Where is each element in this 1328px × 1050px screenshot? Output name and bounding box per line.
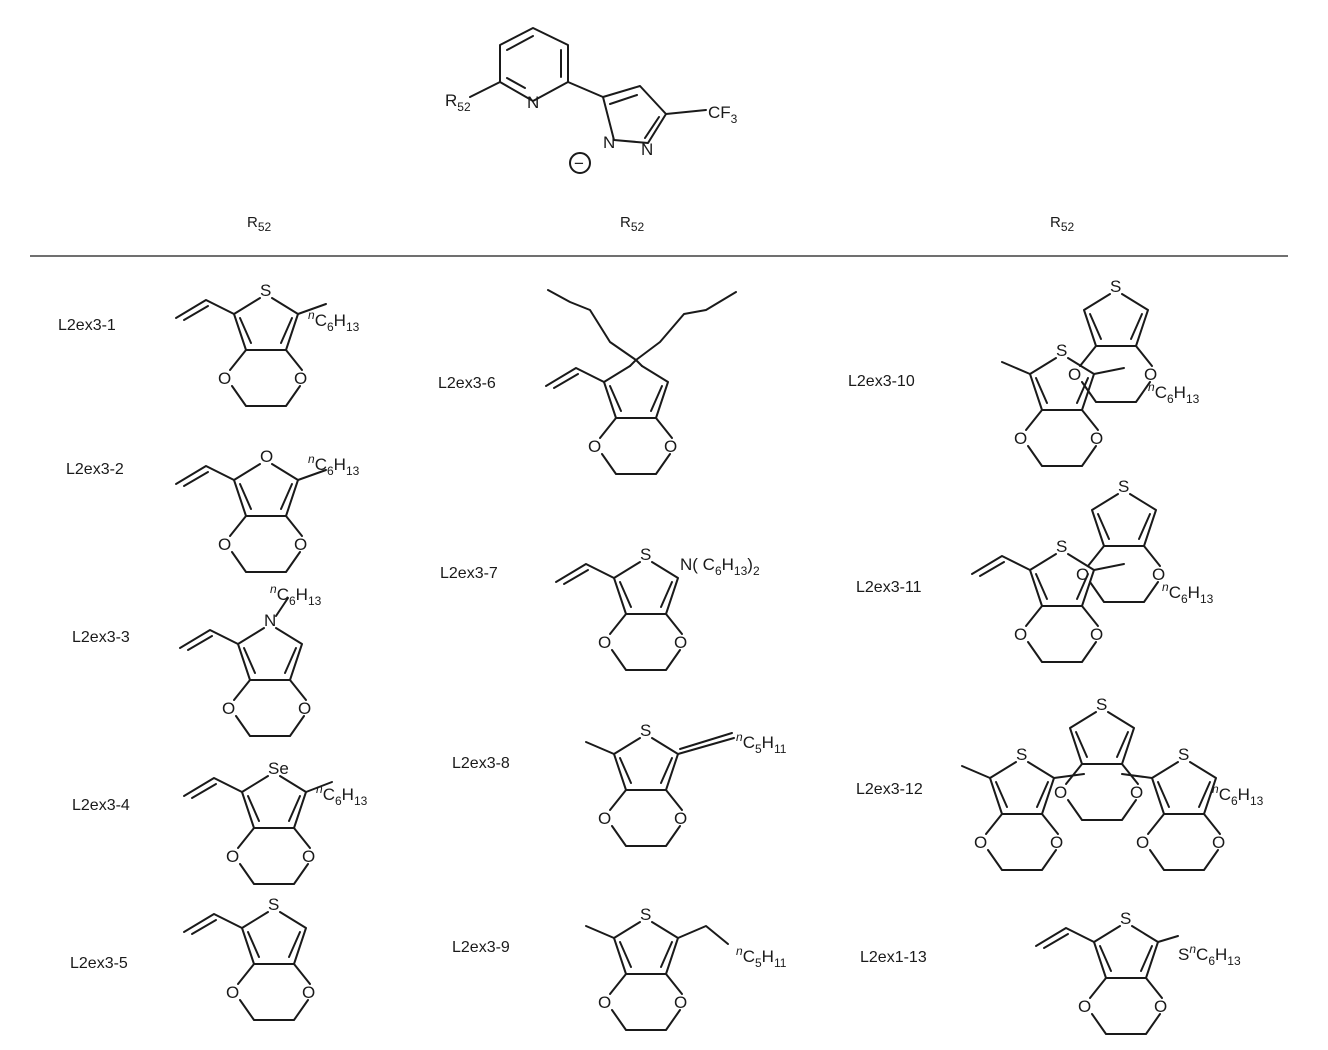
ligand-label: L2ex3-2 xyxy=(66,461,124,478)
heteroatom-3: Se xyxy=(268,759,289,778)
negative-charge-sign: − xyxy=(574,154,584,173)
ligand-label: L2ex3-10 xyxy=(848,373,915,390)
ligand-L2ex3-11: L2ex3-11OOSOOSnC6H13 xyxy=(856,477,1214,662)
oxygen-atom: O xyxy=(218,369,231,388)
oxygen-atom: O xyxy=(1076,565,1089,584)
ligand-label: L2ex3-1 xyxy=(58,317,116,334)
oxygen-atom: O xyxy=(298,699,311,718)
oxygen-atom: O xyxy=(664,437,677,456)
oxygen-atom: O xyxy=(1136,833,1149,852)
ligand-label: L2ex3-8 xyxy=(452,755,510,772)
heteroatom-2: N xyxy=(264,611,276,630)
oxygen-atom: O xyxy=(674,633,687,652)
heteroatom-6: S xyxy=(640,545,651,564)
oxygen-atom: O xyxy=(1054,783,1067,802)
oxygen-atom: O xyxy=(1078,997,1091,1016)
pyrazole-n1-atom: N xyxy=(603,133,615,152)
oxygen-atom: O xyxy=(598,993,611,1012)
pyrazole-n2-atom: N xyxy=(641,140,653,159)
substituent-chain: nC6H13 xyxy=(270,582,322,608)
ligand-label: L2ex3-5 xyxy=(70,955,128,972)
oxygen-atom: O xyxy=(588,437,601,456)
oxygen-atom: O xyxy=(1090,625,1103,644)
ligand-L2ex3-3: L2ex3-3O O NnC6H13 xyxy=(72,582,322,736)
oxygen-atom: O xyxy=(226,983,239,1002)
heteroatom-0: S xyxy=(260,281,271,300)
oxygen-atom: O xyxy=(1212,833,1225,852)
oxygen-atom: O xyxy=(1090,429,1103,448)
column-header-3: R52 xyxy=(1050,214,1075,234)
core-pyridyl-pyrazolate: R52 N N N CF3 − xyxy=(445,28,738,173)
oxygen-atom: O xyxy=(1014,625,1027,644)
heteroatom-11: S xyxy=(1096,695,1107,714)
ligand-L2ex3-2: L2ex3-2OOOnC6H13 xyxy=(66,447,360,572)
substituent-chain: SnC6H13 xyxy=(1178,942,1241,968)
ligand-L2ex3-1: L2ex3-1O O SnC6H13 xyxy=(58,281,360,406)
substituent-chain: nC6H13 xyxy=(1162,580,1214,606)
oxygen-atom: O xyxy=(226,847,239,866)
ligand-label: L2ex3-9 xyxy=(452,939,510,956)
oxygen-atom: O xyxy=(1014,429,1027,448)
oxygen-atom: O xyxy=(294,369,307,388)
ligand-label: L2ex3-6 xyxy=(438,375,496,392)
substituent-chain: nC6H13 xyxy=(1148,380,1200,406)
oxygen-atom: O xyxy=(974,833,987,852)
r52-bond xyxy=(470,82,500,97)
ligand-label: L2ex3-11 xyxy=(856,579,922,596)
substituent-chain: nC6H13 xyxy=(308,308,360,334)
oxygen-atom: O xyxy=(598,633,611,652)
column-header-2: R52 xyxy=(620,214,645,234)
pyridine-n-atom: N xyxy=(527,93,539,112)
heteroatom-11: S xyxy=(1016,745,1027,764)
oxygen-atom: O xyxy=(294,535,307,554)
pyridine-ring xyxy=(500,28,568,101)
ligand-L2ex3-6: L2ex3-6O O xyxy=(438,290,736,474)
ligand-label: L2ex3-7 xyxy=(440,565,498,582)
substituent-chain: nC5H11 xyxy=(736,944,787,970)
ligand-L2ex3-4: L2ex3-4O O Se nC6H13 xyxy=(72,759,368,884)
substituent-chain: N( C6H13)2 xyxy=(680,555,760,578)
heteroatom-10: S xyxy=(1056,537,1067,556)
oxygen-atom: O xyxy=(1130,783,1143,802)
heteroatom-7: S xyxy=(640,721,651,740)
heteroatom-11: S xyxy=(1178,745,1189,764)
ligand-label: L2ex1-13 xyxy=(860,949,927,966)
pyridine-pyrazole-bond xyxy=(568,82,603,97)
ligand-L2ex3-7: L2ex3-7O O S N( C6H13)2 xyxy=(440,545,760,670)
cf3-bond xyxy=(666,110,706,114)
oxygen-atom: O xyxy=(598,809,611,828)
heteroatom-9: S xyxy=(1056,341,1067,360)
oxygen-atom: O xyxy=(222,699,235,718)
oxygen-atom: O xyxy=(674,993,687,1012)
oxygen-atom: O xyxy=(1050,833,1063,852)
oxygen-atom: O xyxy=(302,983,315,1002)
heteroatom-1: O xyxy=(260,447,273,466)
oxygen-atom: O xyxy=(674,809,687,828)
heteroatom-12: S xyxy=(1120,909,1131,928)
ligand-label: L2ex3-4 xyxy=(72,797,130,814)
heteroatom-10: S xyxy=(1118,477,1129,496)
ligand-L2ex1-13: L2ex1-13O O S SnC6H13 xyxy=(860,909,1241,1034)
oxygen-atom: O xyxy=(302,847,315,866)
oxygen-atom: O xyxy=(1068,365,1081,384)
cf3-group: CF3 xyxy=(708,103,738,126)
r52-core-label: R52 xyxy=(445,91,471,114)
ligand-L2ex3-10: L2ex3-10OOSOOSnC6H13 xyxy=(848,277,1200,466)
heteroatom-8: S xyxy=(640,905,651,924)
ligand-L2ex3-8: L2ex3-8O O SnC5H11 xyxy=(452,721,787,846)
oxygen-atom: O xyxy=(1154,997,1167,1016)
substituent-chain: nC6H13 xyxy=(1212,782,1264,808)
oxygen-atom: O xyxy=(218,535,231,554)
substituent-chain: nC5H11 xyxy=(736,730,787,756)
heteroatom-4: S xyxy=(268,895,279,914)
ligand-L2ex3-5: L2ex3-5O O S xyxy=(70,895,315,1020)
ligand-label: L2ex3-3 xyxy=(72,629,130,646)
ligand-L2ex3-12: L2ex3-12OOSOOSOOSnC6H13 xyxy=(856,695,1264,870)
substituent-chain: nC6H13 xyxy=(316,782,368,808)
column-header-1: R52 xyxy=(247,214,272,234)
ligand-label: L2ex3-12 xyxy=(856,781,923,798)
ligand-L2ex3-9: L2ex3-9O O SnC5H11 xyxy=(452,905,787,1030)
heteroatom-9: S xyxy=(1110,277,1121,296)
